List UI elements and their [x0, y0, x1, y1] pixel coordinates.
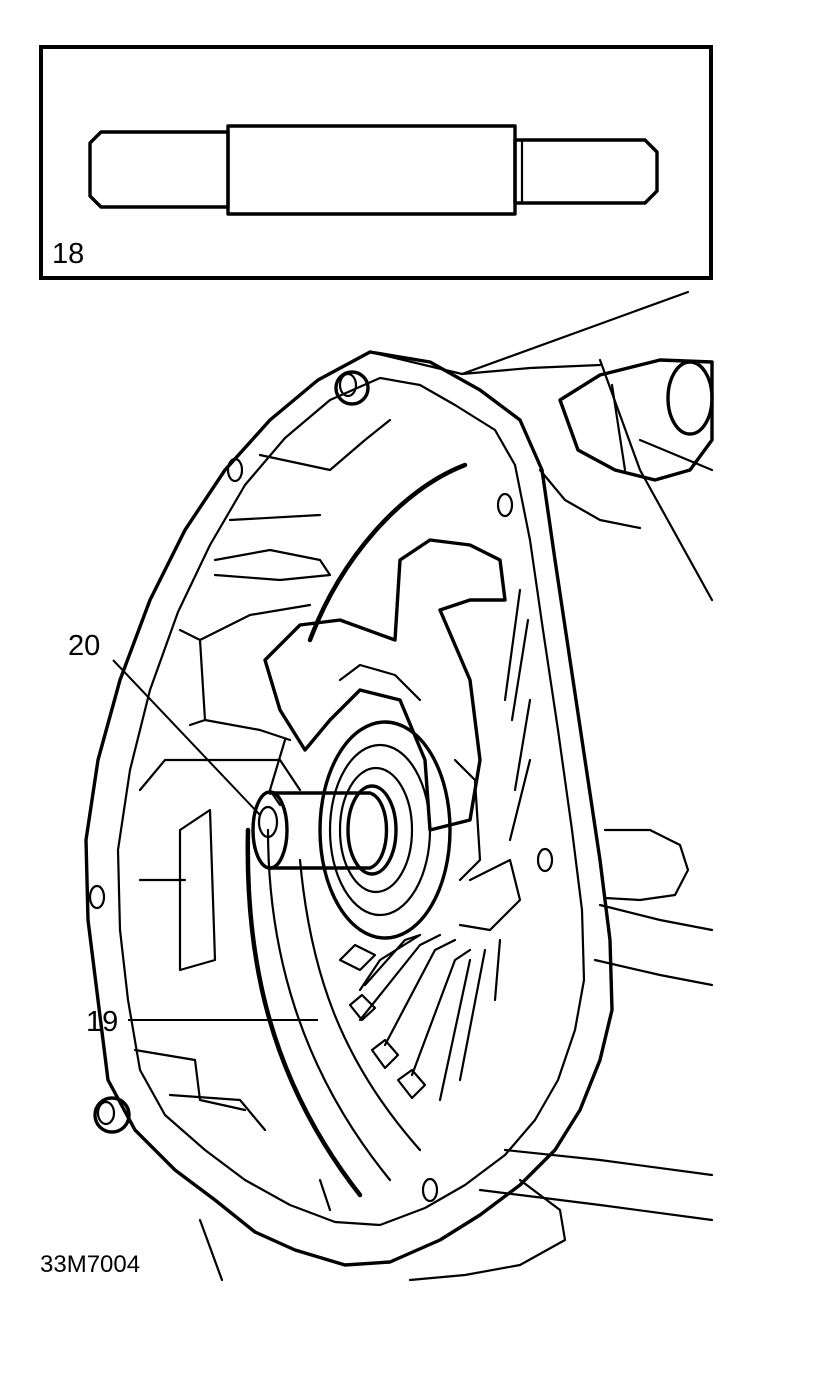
bolt-boss-top — [334, 370, 370, 406]
casing-top-edge — [368, 290, 690, 376]
flange-inner-rim — [116, 376, 586, 1227]
fork-pivot — [268, 738, 287, 807]
clutch-disc-upper-edge — [307, 462, 468, 643]
release-bearing-outer — [318, 720, 452, 940]
bearing-carrier — [453, 758, 482, 882]
casing-foot — [408, 1178, 567, 1282]
bolt-hole-top — [338, 372, 358, 398]
installed-tool-end-face — [251, 790, 289, 870]
rib-3 — [213, 548, 332, 582]
casing-boss — [603, 828, 690, 902]
casing-upper-rib — [460, 363, 602, 376]
callout-19: 19 — [86, 1006, 118, 1038]
leader-lines — [112, 659, 318, 1021]
input-shaft-collar — [346, 784, 398, 876]
rib-12 — [318, 1178, 332, 1212]
clutch-disc-lower-edge — [245, 827, 363, 1198]
bolt-hole-right — [536, 847, 554, 873]
clutch-friction-ring — [298, 858, 422, 1152]
casing-base-line-1 — [503, 1148, 714, 1177]
installed-tool-knurled-handle — [268, 791, 389, 870]
casing-lower-rib-1 — [598, 903, 714, 932]
release-bearing-inner — [338, 766, 414, 894]
output-housing-edge — [638, 438, 714, 472]
rib-6 — [203, 718, 292, 742]
casing-mid-rib — [538, 468, 642, 530]
alignment-tool-installed — [251, 790, 389, 870]
flange-bolt-holes — [88, 370, 554, 1203]
tool-pilot — [513, 138, 659, 205]
rib-2 — [228, 513, 322, 522]
output-shaft-end — [666, 360, 714, 436]
bolt-hole-lower-left — [96, 1100, 116, 1126]
rib-8 — [178, 808, 217, 972]
callout-18: 18 — [52, 238, 84, 270]
casing-lower-rib-2 — [593, 958, 714, 987]
installed-tool-end-hole — [257, 805, 279, 839]
release-fork — [263, 538, 507, 832]
tool-inset: 18 — [39, 45, 713, 280]
callout-20: 20 — [68, 630, 100, 662]
tool-handle-highlight — [112, 145, 222, 167]
rib-11 — [168, 1093, 267, 1132]
output-housing — [558, 358, 714, 482]
rib-10 — [133, 1048, 247, 1112]
leader-20 — [112, 659, 261, 816]
figure-id: 33M7004 — [40, 1251, 140, 1278]
casing-base-line-2 — [478, 1188, 714, 1222]
casting-ribs — [133, 418, 392, 1212]
rib-1 — [258, 418, 392, 472]
bolt-hole-upper-left — [226, 457, 244, 483]
bearing-carrier-lug — [458, 858, 522, 932]
bolt-hole-upper-right — [496, 492, 514, 518]
bolt-hole-bottom — [421, 1177, 439, 1203]
release-fork-inner — [338, 663, 422, 702]
diaphragm-spring-fingers — [338, 588, 532, 1102]
rib-7 — [138, 758, 302, 792]
bolt-boss-lower-left — [93, 1096, 131, 1134]
clutch-disc-inner-edge — [266, 828, 392, 1182]
casing-left-foot — [198, 1218, 224, 1282]
alignment-tool-drawing — [88, 124, 659, 216]
bellhousing-flange — [84, 350, 614, 1267]
casing-right-edge — [598, 358, 714, 602]
rib-5 — [198, 603, 312, 642]
clutch-assembly — [245, 462, 532, 1198]
bolt-hole-left — [88, 884, 106, 910]
gearbox-casing — [84, 290, 714, 1282]
rib-4 — [178, 628, 207, 727]
release-bearing-ring — [328, 743, 432, 917]
